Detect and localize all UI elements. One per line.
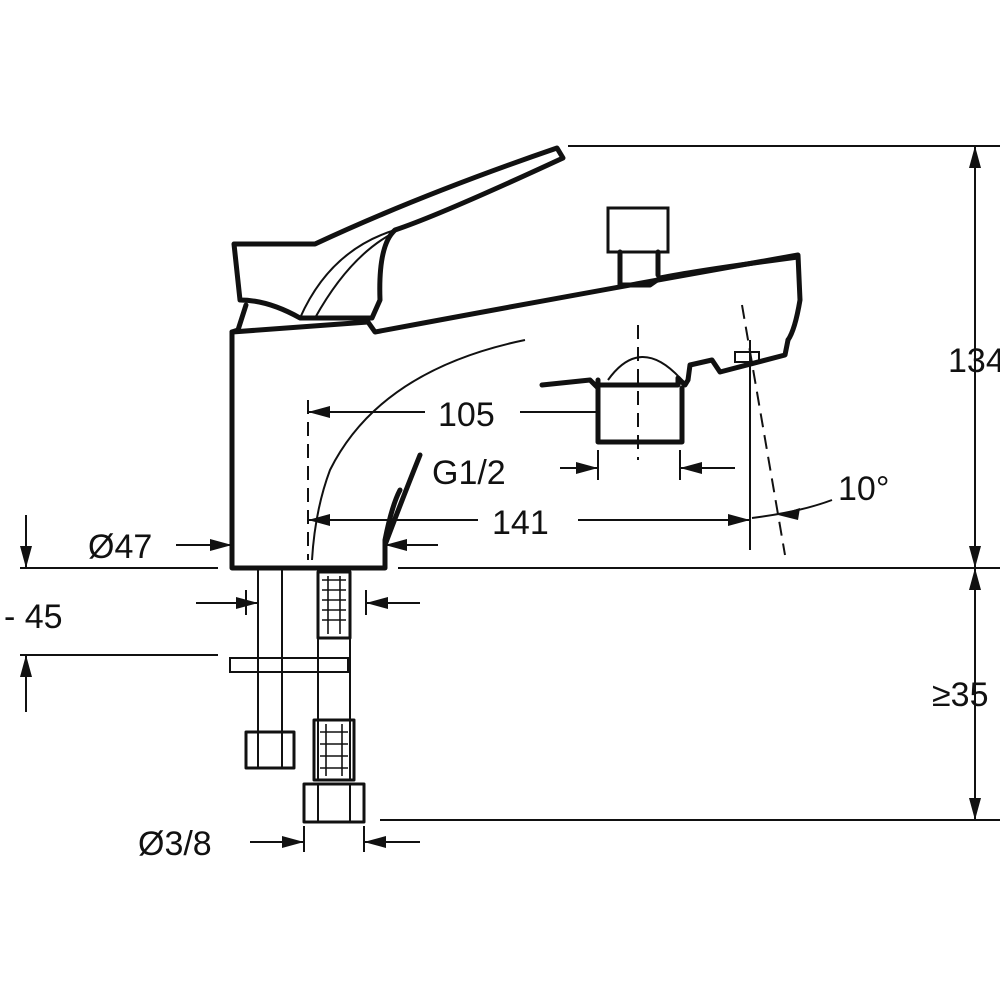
- below-35-label: ≥35: [932, 676, 988, 714]
- thread-label: G1/2: [432, 454, 506, 492]
- angle-label: 10°: [838, 470, 889, 508]
- faucet-body: [229, 145, 803, 571]
- reference-lines: [20, 145, 1000, 821]
- dim-105-label: 105: [438, 396, 495, 434]
- height-134-label: 134: [948, 342, 1000, 380]
- dim-141-label: 141: [492, 504, 549, 542]
- thread-upper: [316, 570, 352, 640]
- dia-47-label: Ø47: [88, 528, 152, 566]
- dimension-arrows: [20, 146, 981, 852]
- supply-pipes: [229, 570, 366, 824]
- thread-lower: [312, 718, 356, 782]
- dia-3-8-label: Ø3/8: [138, 825, 212, 863]
- deck-range-label: - 45: [4, 598, 63, 636]
